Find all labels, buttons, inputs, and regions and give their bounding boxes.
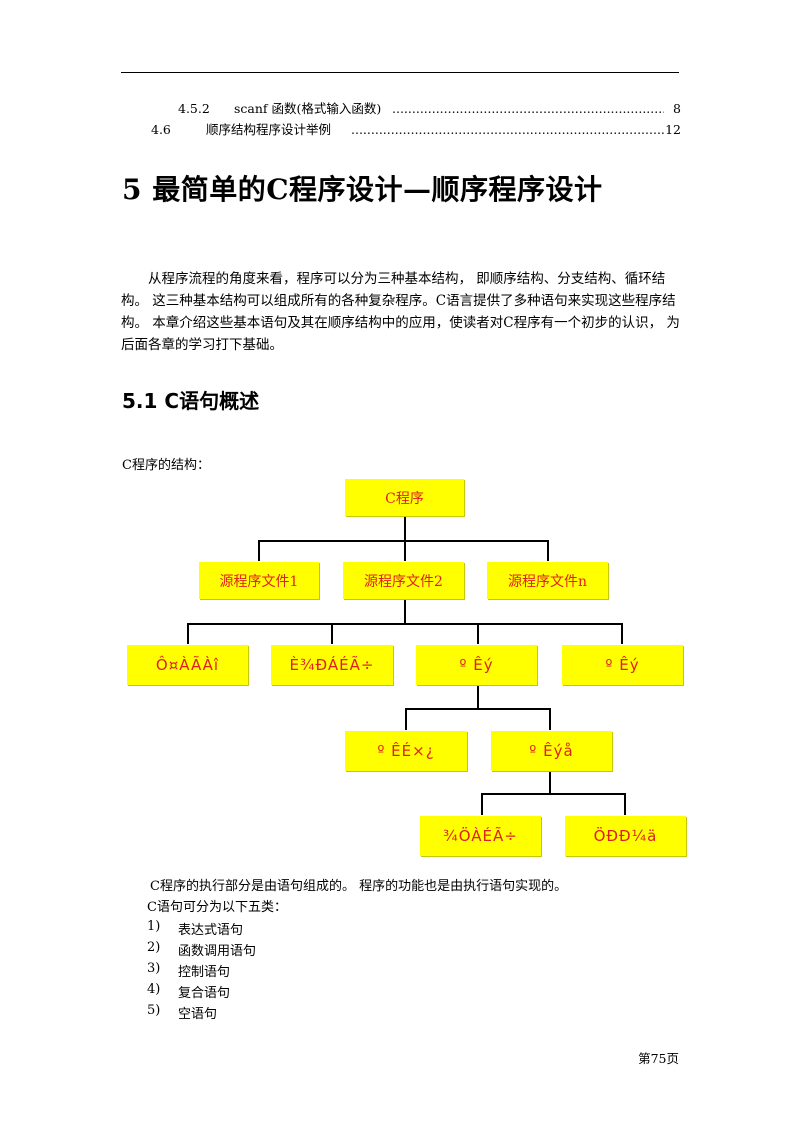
toc-page: 8 [673, 101, 681, 116]
statement-categories-heading: C语句可分为以下五类： [147, 900, 287, 915]
intro-paragraph: 从程序流程的角度来看，程序可以分为三种基本结构， 即顺序结构、分支结构、循环结构… [121, 271, 680, 353]
list-item: 控制语句 [178, 965, 231, 980]
connector-line [549, 770, 551, 794]
connector-line [477, 685, 479, 709]
statement-intro: C程序的执行部分是由语句组成的。 程序的功能也是由执行语句实现的。 [150, 879, 568, 894]
node-level3: º Êý [562, 645, 683, 685]
toc-number: 4.5.2 [178, 101, 210, 116]
list-number: 3) [147, 961, 161, 976]
toc-page: 12 [665, 122, 681, 137]
connector-line [405, 708, 551, 710]
list-number: 1) [147, 919, 161, 934]
connector-line [405, 708, 407, 730]
node-level5: ¾ÖÀÉÃ÷ [420, 816, 541, 856]
connector-line [187, 623, 623, 625]
list-item: 复合语句 [178, 986, 231, 1001]
connector-line [547, 540, 549, 561]
connector-line [258, 540, 260, 561]
toc-leader: ........................................… [351, 122, 664, 137]
node-level4: º ÊÉ×¿ [345, 731, 467, 771]
node-c-program: C程序 [345, 479, 464, 516]
chapter-title: 5 最简单的C程序设计—顺序程序设计 [122, 173, 603, 206]
node-source-file: 源程序文件1 [199, 562, 319, 599]
toc-leader: ........................................… [392, 101, 664, 116]
connector-line [481, 793, 483, 815]
list-item: 表达式语句 [178, 923, 244, 938]
node-level5: ÖÐÐ¼ä [565, 816, 686, 856]
node-level3: È¾ÐÁÉÃ÷ [271, 645, 393, 685]
connector-line [549, 708, 551, 730]
node-source-file: 源程序文件n [487, 562, 608, 599]
toc-title: 顺序结构程序设计举例 [206, 122, 332, 137]
connector-line [621, 623, 623, 644]
page-number: 第75页 [638, 1051, 679, 1066]
header-rule [121, 72, 679, 73]
list-number: 4) [147, 982, 161, 997]
connector-line [477, 623, 479, 644]
list-number: 2) [147, 940, 161, 955]
node-level4: º Êýå [491, 731, 612, 771]
connector-line [624, 793, 626, 815]
diagram-caption: C程序的结构： [122, 458, 210, 473]
node-level3: º Êý [416, 645, 537, 685]
toc-number: 4.6 [151, 122, 171, 137]
toc-title: scanf 函数(格式输入函数) [234, 101, 382, 116]
connector-line [258, 540, 549, 542]
section-title: 5.1 C语句概述 [122, 389, 260, 413]
node-level3: Ô¤ÀÃÀî [127, 645, 248, 685]
node-source-file: 源程序文件2 [343, 562, 464, 599]
connector-line [404, 540, 406, 561]
connector-line [404, 598, 406, 624]
connector-line [481, 793, 626, 795]
list-item: 函数调用语句 [178, 944, 257, 959]
connector-line [187, 623, 189, 644]
connector-line [404, 516, 406, 541]
list-number: 5) [147, 1003, 161, 1018]
list-item: 空语句 [178, 1007, 218, 1022]
connector-line [331, 623, 333, 644]
